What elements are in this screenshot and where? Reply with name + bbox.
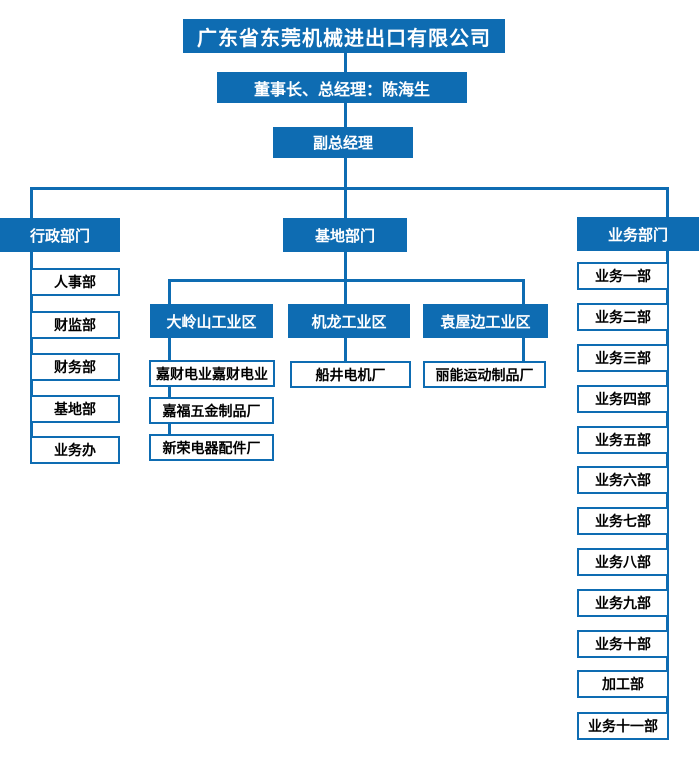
- connector-line: [344, 53, 347, 72]
- connector-line: [168, 338, 171, 448]
- node-base-department: 基地部门: [283, 218, 407, 252]
- node-business-department: 业务部门: [577, 217, 699, 251]
- node-business-office: 业务办: [30, 436, 120, 464]
- node-company: 广东省东莞机械进出口有限公司: [183, 19, 505, 53]
- node-zone-jilong: 机龙工业区: [288, 304, 410, 338]
- node-deputy-general-manager: 副总经理: [273, 127, 413, 158]
- connector-line: [168, 279, 525, 282]
- connector-line: [30, 187, 669, 190]
- node-finance-dept: 财务部: [30, 353, 120, 381]
- connector-line: [666, 187, 669, 726]
- node-chairman-general-manager: 董事长、总经理：陈海生: [217, 72, 467, 103]
- node-business-2: 业务二部: [577, 303, 669, 331]
- node-factory-jiafu: 嘉福五金制品厂: [149, 397, 274, 424]
- node-zone-dalingshan: 大岭山工业区: [150, 304, 273, 338]
- connector-line: [344, 103, 347, 127]
- node-zone-yuanwubian: 袁屋边工业区: [423, 304, 548, 338]
- node-factory-xinrong: 新荣电器配件厂: [149, 434, 274, 461]
- node-business-10: 业务十部: [577, 630, 669, 658]
- node-admin-department: 行政部门: [0, 218, 120, 252]
- node-business-4: 业务四部: [577, 385, 669, 413]
- node-hr-dept: 人事部: [30, 268, 120, 296]
- node-factory-jiacai: 嘉财电业嘉财电业: [149, 360, 275, 387]
- node-factory-chuanjing: 船井电机厂: [290, 361, 411, 388]
- connector-line: [344, 158, 347, 188]
- node-factory-lineng: 丽能运动制品厂: [423, 361, 546, 388]
- node-business-11: 业务十一部: [577, 712, 669, 740]
- connector-line: [522, 338, 525, 362]
- node-business-8: 业务八部: [577, 548, 669, 576]
- node-business-3: 业务三部: [577, 344, 669, 372]
- node-business-1: 业务一部: [577, 262, 669, 290]
- node-business-9: 业务九部: [577, 589, 669, 617]
- node-business-7: 业务七部: [577, 507, 669, 535]
- connector-line: [522, 279, 525, 305]
- node-processing-dept: 加工部: [577, 670, 669, 698]
- node-finance-supervision-dept: 财监部: [30, 311, 120, 339]
- node-base-dept: 基地部: [30, 395, 120, 423]
- connector-line: [344, 338, 347, 362]
- node-business-6: 业务六部: [577, 466, 669, 494]
- connector-line: [168, 279, 171, 305]
- node-business-5: 业务五部: [577, 426, 669, 454]
